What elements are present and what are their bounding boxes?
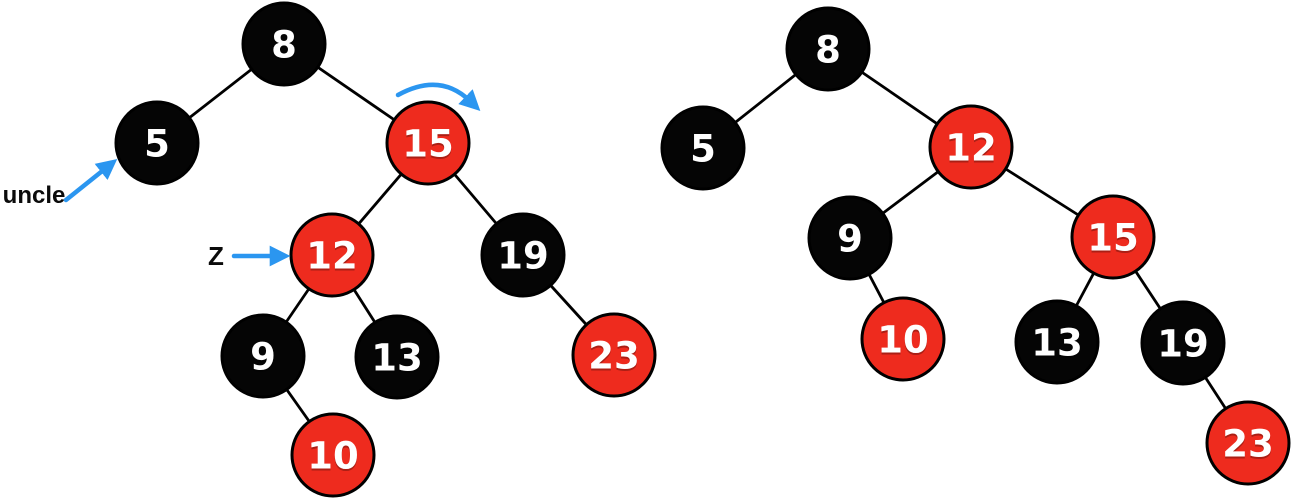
tree-node-label: 15 <box>1087 216 1139 259</box>
tree-node-13 <box>354 314 440 400</box>
z-label: Z <box>208 241 224 271</box>
tree-node-8 <box>785 6 871 92</box>
tree-node-9 <box>807 195 893 281</box>
tree-node-label: 9 <box>837 217 863 260</box>
tree-node-label: 23 <box>588 334 640 377</box>
tree-node-label: 19 <box>497 234 549 277</box>
tree-node-13 <box>1014 299 1100 385</box>
tree-node-label: 13 <box>1031 321 1083 364</box>
tree-node-10 <box>860 296 946 382</box>
tree-before-rotation: 8 5 15 12 19 9 13 10 23 <box>114 1 657 498</box>
tree-node-15 <box>1070 194 1156 280</box>
rotation-arrow <box>395 82 481 112</box>
tree-node-label: 8 <box>271 23 297 66</box>
tree-node-19 <box>1140 300 1226 386</box>
uncle-arrow <box>63 159 118 203</box>
tree-node-label: 12 <box>306 234 358 277</box>
tree-node-label: 23 <box>1222 422 1274 465</box>
tree-node-12 <box>928 104 1014 190</box>
tree-node-label: 13 <box>371 336 423 379</box>
tree-node-23 <box>571 312 657 398</box>
tree-node-label: 9 <box>250 335 276 378</box>
tree-node-label: 8 <box>815 28 841 71</box>
tree-node-12 <box>289 212 375 298</box>
tree-node-5 <box>114 100 200 186</box>
tree-node-9 <box>220 313 306 399</box>
tree-node-label: 12 <box>945 126 997 169</box>
tree-node-label: 5 <box>144 122 170 165</box>
tree-node-10 <box>290 412 376 498</box>
tree-node-5 <box>660 105 746 191</box>
tree-node-23 <box>1205 400 1291 486</box>
tree-node-8 <box>241 1 327 87</box>
tree-node-15 <box>385 100 471 186</box>
uncle-label: uncle <box>3 182 66 209</box>
trees-layer: 8 5 15 12 19 9 13 10 23 8 5 12 9 15 10 13 19 23 <box>114 1 1291 498</box>
tree-node-19 <box>480 212 566 298</box>
tree-node-label: 10 <box>307 434 359 477</box>
tree-node-label: 15 <box>402 122 454 165</box>
tree-node-label: 19 <box>1157 322 1209 365</box>
tree-node-label: 10 <box>877 318 929 361</box>
tree-node-label: 5 <box>690 127 716 170</box>
tree-after-rotation: 8 5 12 9 15 10 13 19 23 <box>660 6 1291 486</box>
